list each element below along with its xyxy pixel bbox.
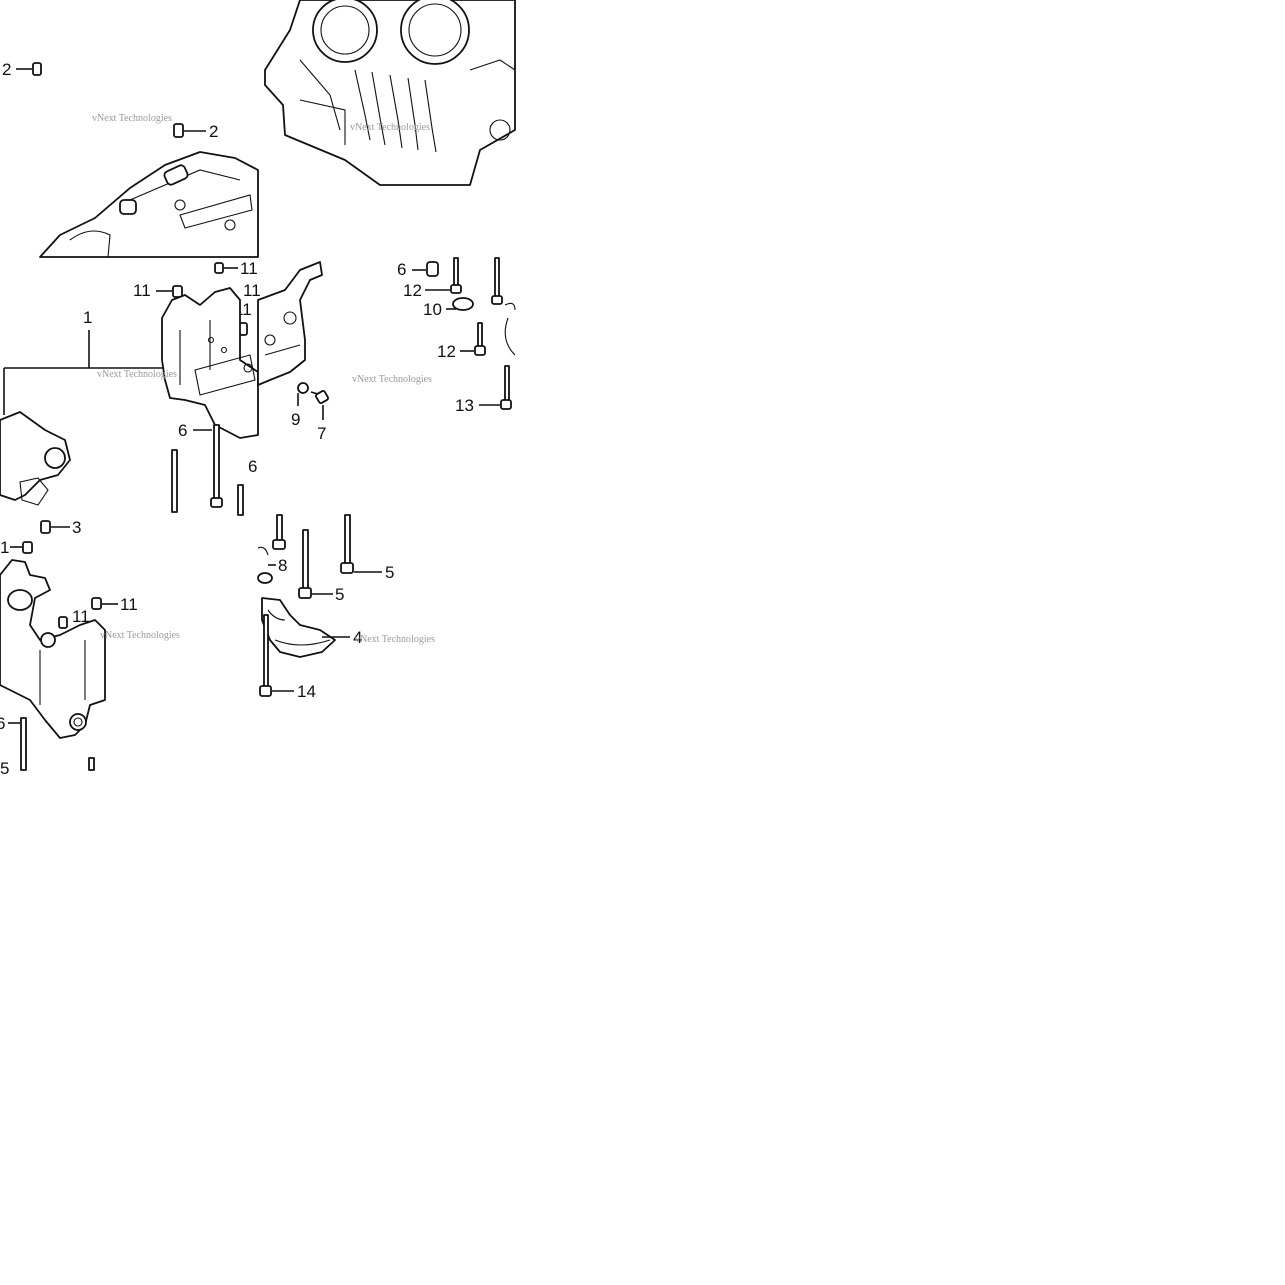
callout-5: 5 [385, 563, 394, 582]
callout-13: 13 [455, 396, 474, 415]
bolt-icon [474, 345, 486, 356]
o-ring-icon [452, 297, 474, 311]
crankcase-lower-icon [39, 151, 259, 258]
tile-middle-right: 6 12 10 12 9 7 13 vNext Technologies [257, 257, 516, 443]
callout-12: 12 [437, 342, 456, 361]
bolt-icon [315, 390, 329, 404]
tile-top-middle: vNext Technologies [264, 0, 516, 186]
bolt-icon [20, 717, 27, 771]
watermark: vNext Technologies [100, 630, 180, 641]
callout-5: 5 [335, 585, 344, 604]
bolt-icon [426, 261, 439, 277]
callout-1: 1 [83, 308, 92, 327]
bolt-icon [263, 614, 269, 691]
tile-top-left: 2 2 vNext Technologies [2, 60, 259, 258]
callout-12: 12 [403, 281, 422, 300]
bolt-icon [500, 399, 512, 410]
dowel-pin-icon [32, 62, 42, 76]
gasket-icon [257, 572, 273, 584]
bearing-holder-arm-icon [0, 411, 71, 501]
dowel-pin-icon [40, 520, 51, 534]
callout-14: 14 [297, 682, 316, 701]
tile-bottom-left: 3 1 11 11 6 5 vNext Technologies [0, 518, 180, 778]
washer-icon [297, 382, 309, 394]
watermark: vNext Technologies [350, 122, 430, 133]
callout-11: 11 [120, 595, 138, 614]
callout-3: 3 [72, 518, 81, 537]
watermark: vNext Technologies [352, 374, 432, 385]
dowel-pin-icon [173, 123, 184, 138]
bolt-icon [213, 424, 220, 504]
watermark: vNext Technologies [97, 369, 177, 380]
callout-5: 5 [0, 759, 9, 778]
callout-6: 6 [178, 421, 187, 440]
callout-9: 9 [291, 410, 300, 429]
callout-1: 1 [0, 538, 9, 557]
tile-middle-left: 11 11 11 11 1 6 6 vNext Technologies [0, 259, 261, 516]
dowel-pin-icon [91, 597, 102, 610]
callout-10: 10 [423, 300, 442, 319]
bolt-icon [344, 514, 351, 566]
cylinder-block-icon [264, 0, 516, 186]
watermark: vNext Technologies [355, 634, 435, 645]
callout-2-right: 2 [209, 122, 218, 141]
callout-6: 6 [397, 260, 406, 279]
callout-11: 11 [133, 281, 151, 300]
callout-6: 6 [248, 457, 257, 476]
callout-11: 11 [243, 281, 261, 300]
callout-2-left: 2 [2, 60, 11, 79]
dowel-pin-icon [172, 285, 183, 298]
callout-7: 7 [317, 424, 326, 443]
callout-11: 11 [72, 607, 90, 626]
dowel-pin-icon [214, 262, 224, 274]
tile-bottom-middle: 8 5 5 4 14 vNext Technologies [257, 514, 435, 701]
lower-bearing-holder-icon [0, 559, 106, 739]
bolt-icon [453, 257, 459, 287]
callout-6: 6 [0, 714, 5, 733]
callout-4: 4 [353, 628, 362, 647]
watermark: vNext Technologies [92, 113, 172, 124]
callout-11: 11 [240, 259, 258, 278]
callout-8: 8 [278, 556, 287, 575]
oil-strainer-icon [261, 597, 336, 658]
